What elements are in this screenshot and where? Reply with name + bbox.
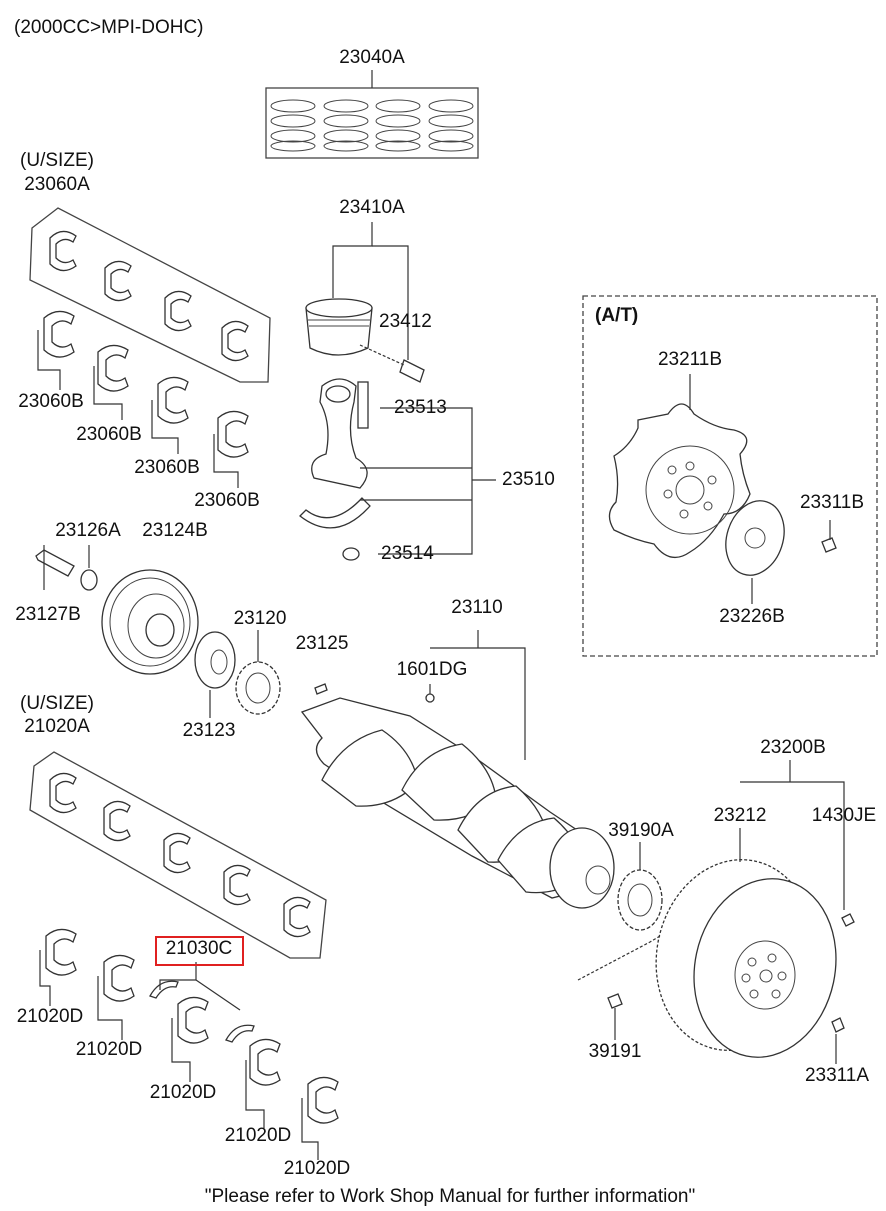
label-lower-bearing-4[interactable]: 21020D [224,1125,292,1146]
sprocket[interactable] [235,630,281,715]
label-pulley-washer[interactable]: 23126A [55,520,121,541]
label-thrust-bearing[interactable]: 21030C [165,938,233,959]
crankshaft[interactable] [300,630,615,909]
label-lower-bearing-1[interactable]: 21020D [16,1006,84,1027]
label-upper-bearing-4[interactable]: 23060B [194,490,260,511]
label-sensor-bolt[interactable]: 39191 [588,1041,642,1062]
lower-bearing-set[interactable] [29,751,327,959]
label-plate-adapter[interactable]: 23226B [719,606,785,627]
label-usize-upper: (U/SIZE) [20,150,94,171]
label-piston-assy[interactable]: 23410A [339,197,405,218]
label-drive-plate-bolt[interactable]: 23311B [799,492,865,513]
label-upper-bearing-1[interactable]: 23060B [18,391,84,412]
label-ring-gear[interactable]: 23212 [713,805,767,826]
connecting-rod[interactable] [299,378,371,561]
piston-ring-set[interactable] [265,70,479,159]
label-key[interactable]: 23125 [295,633,349,654]
label-lower-bearing-set[interactable]: 21020A [24,716,90,737]
upper-bearing-singles[interactable] [43,310,249,458]
label-piston-ring-set[interactable]: 23040A [339,47,405,68]
label-flange[interactable]: 23123 [182,720,236,741]
label-flywheel-bolt[interactable]: 23311A [804,1065,870,1086]
engine-spec: (2000CC>MPI-DOHC) [14,17,204,38]
damper-pulley[interactable] [35,545,199,675]
lower-bearing-singles[interactable] [45,928,339,1124]
label-usize-lower: (U/SIZE) [20,693,94,714]
label-damper-pulley[interactable]: 23124B [142,520,208,541]
at-title: (A/T) [595,305,639,326]
target-wheel[interactable] [617,842,663,931]
flange[interactable] [194,631,236,718]
label-piston-pin[interactable]: 23412 [379,311,432,332]
label-pin[interactable]: 1601DG [396,659,468,680]
highlight-thrust-bearing [155,936,244,966]
piston[interactable] [305,298,425,383]
upper-bearing-set[interactable] [29,207,271,383]
label-dowel[interactable]: 1430JE [811,805,877,826]
label-upper-bearing-set[interactable]: 23060A [24,174,90,195]
at-section [582,295,878,657]
key[interactable] [314,683,328,695]
label-flywheel-assy[interactable]: 23200B [760,737,826,758]
label-sprocket[interactable]: 23120 [233,608,287,629]
label-crankshaft[interactable]: 23110 [451,597,503,618]
label-conrod-assy[interactable]: 23510 [502,469,555,490]
label-lower-bearing-5[interactable]: 21020D [283,1158,351,1179]
label-conrod-bolt[interactable]: 23513 [394,397,447,418]
label-lower-bearing-2[interactable]: 21020D [75,1039,143,1060]
label-upper-bearing-2[interactable]: 23060B [76,424,142,445]
label-pulley-bolt[interactable]: 23127B [15,604,81,625]
flywheel[interactable] [577,760,855,1071]
label-drive-plate[interactable]: 23211B [657,349,723,370]
label-upper-bearing-3[interactable]: 23060B [134,457,200,478]
label-target-wheel[interactable]: 39190A [608,820,674,841]
label-conrod-nut[interactable]: 23514 [381,543,434,564]
footer-note: "Please refer to Work Shop Manual for fu… [204,1186,696,1207]
label-lower-bearing-3[interactable]: 21020D [149,1082,217,1103]
